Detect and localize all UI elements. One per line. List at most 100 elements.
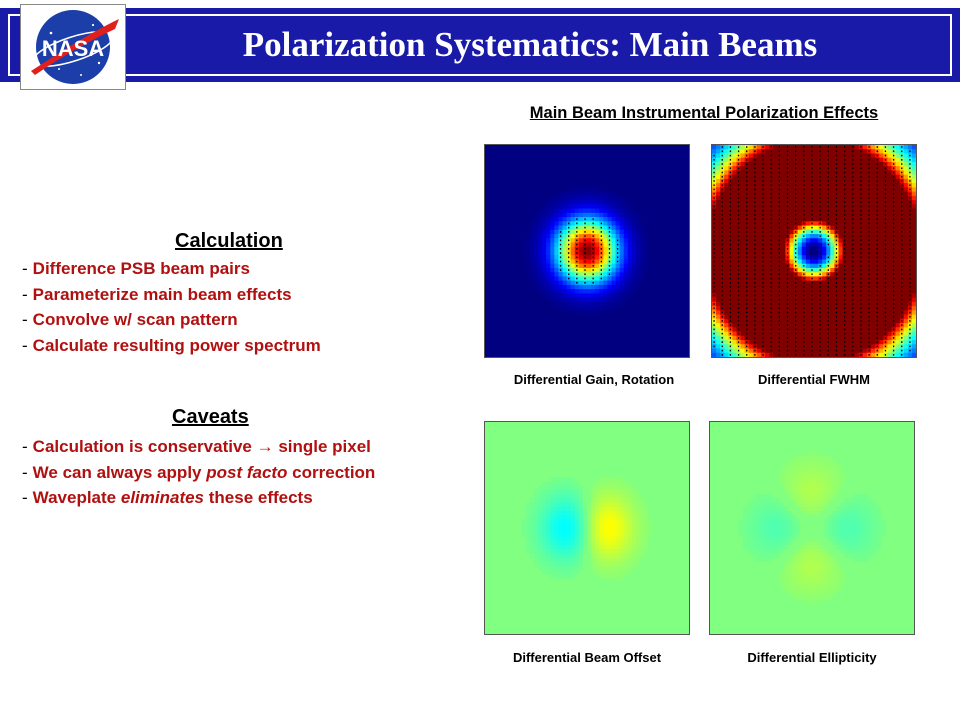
beam-cell	[879, 276, 884, 282]
beam-cell	[570, 289, 576, 294]
beam-cell	[668, 217, 674, 222]
beam-cell	[562, 208, 568, 214]
beam-cell	[862, 174, 868, 180]
beam-cell	[550, 340, 555, 345]
beam-cell	[603, 284, 608, 290]
beam-cell	[513, 344, 519, 350]
beam-cell	[623, 221, 629, 227]
vector-tick	[721, 184, 723, 187]
vector-tick	[884, 188, 887, 191]
beam-cell	[830, 242, 835, 248]
beam-cell	[566, 187, 572, 193]
beam-cell	[525, 234, 531, 239]
beam-cell	[814, 276, 819, 282]
vector-tick	[778, 269, 781, 271]
beam-cell	[603, 293, 608, 299]
vector-tick	[721, 269, 723, 271]
beam-cell	[644, 280, 649, 286]
beam-cell	[797, 221, 803, 227]
vector-tick	[827, 188, 829, 191]
beam-cell	[570, 259, 576, 265]
beam-cell	[684, 306, 689, 311]
beam-cell	[554, 166, 560, 172]
beam-cell	[635, 272, 641, 278]
beam-cell	[505, 246, 511, 252]
beam-cell	[664, 280, 670, 286]
beam-cell	[497, 153, 502, 159]
beam-cell	[493, 212, 498, 218]
beam-cell	[611, 200, 617, 205]
beam-cell	[578, 183, 584, 188]
beam-cell	[578, 340, 584, 345]
beam-cell	[631, 263, 637, 269]
beam-cell	[903, 187, 909, 193]
beam-cell	[533, 157, 539, 163]
beam-cell	[680, 149, 686, 155]
beam-cell	[533, 335, 539, 341]
beam-cell	[533, 323, 539, 328]
beam-cell	[509, 352, 515, 357]
beam-cell	[619, 174, 625, 180]
vector-tick	[827, 273, 829, 276]
beam-cell	[595, 310, 600, 316]
beam-cell	[805, 238, 811, 244]
beam-cell	[879, 221, 884, 227]
beam-cell	[668, 251, 674, 256]
vector-tick	[608, 231, 611, 233]
beam-cell	[684, 195, 689, 201]
beam-cell	[660, 208, 666, 214]
beam-cell	[895, 251, 901, 256]
beam-cell	[822, 212, 827, 218]
beam-cell	[656, 145, 662, 150]
beam-cell	[566, 352, 572, 357]
beam-cell	[546, 234, 551, 239]
vector-tick	[795, 235, 797, 237]
beam-cell	[562, 246, 568, 252]
beam-cell	[676, 204, 682, 210]
beam-cell	[635, 242, 641, 248]
beam-cell	[615, 318, 621, 324]
vector-tick	[770, 171, 772, 174]
beam-cell	[648, 301, 653, 307]
vector-tick	[852, 184, 854, 187]
beam-cell	[497, 157, 502, 163]
beam-cell	[578, 352, 584, 357]
beam-cell	[542, 327, 547, 333]
beam-cell	[554, 242, 560, 248]
beam-cell	[716, 157, 721, 163]
beam-cell	[542, 272, 547, 278]
beam-cell	[529, 251, 535, 256]
beam-cell	[562, 145, 568, 150]
beam-cell	[664, 242, 670, 248]
vector-tick	[746, 248, 748, 250]
vector-tick	[746, 277, 748, 280]
beam-cell	[513, 170, 519, 176]
vector-tick	[786, 243, 789, 246]
beam-cell	[854, 170, 860, 176]
beam-cell	[838, 149, 844, 155]
beam-cell	[509, 314, 515, 320]
vector-tick	[770, 192, 772, 195]
vector-tick	[811, 163, 813, 165]
vector-tick	[762, 192, 764, 195]
beam-cell	[611, 340, 617, 345]
beam-cell	[542, 340, 547, 345]
beam-cell	[546, 221, 551, 227]
vector-tick	[770, 222, 772, 225]
beam-cell	[732, 267, 738, 273]
beam-cell	[672, 276, 678, 282]
beam-cell	[574, 327, 580, 333]
beam-cell	[509, 331, 515, 337]
beam-cell	[756, 187, 762, 193]
beam-cell	[517, 183, 523, 188]
beam-cell	[607, 174, 613, 180]
beam-cell	[676, 195, 682, 201]
beam-cell	[814, 166, 819, 172]
caveats-list: -Calculation is conservative → single pi…	[22, 434, 375, 511]
vector-tick	[786, 154, 789, 157]
beam-cell	[627, 293, 633, 299]
beam-cell	[607, 340, 613, 345]
beam-cell	[509, 161, 515, 167]
beam-cell	[546, 259, 551, 265]
beam-cell	[533, 161, 539, 167]
